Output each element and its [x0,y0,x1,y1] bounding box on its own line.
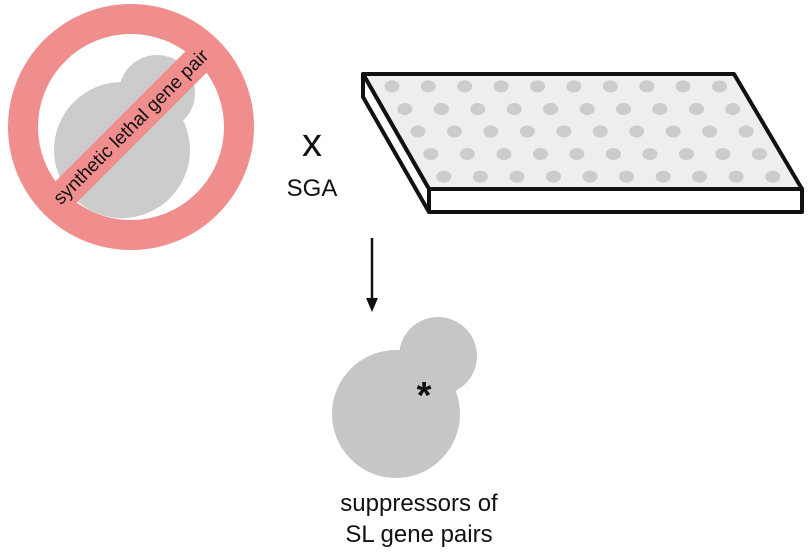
result-label-line2: SL gene pairs [345,521,492,548]
plate-well [472,170,488,183]
plate-well [410,125,426,138]
plate-left-face [361,72,431,214]
plate-well [566,80,582,93]
plate-well [470,103,486,115]
plate-well [751,148,767,160]
plate-well [496,148,512,160]
synthetic-lethal-cell-group: synthetic lethal gene pair [8,4,254,250]
plate-well [493,80,509,93]
plate-well [642,148,658,160]
result-label-line1: suppressors of [340,490,498,517]
plate-well [509,170,525,183]
suppressor-cell-mother [332,350,460,478]
plate-well [546,170,561,183]
plate-well [420,80,436,93]
plate-well [629,125,645,138]
plate-well [738,125,754,138]
plate-well [457,80,473,93]
cross-symbol: x [302,121,322,165]
plate-well [692,170,708,183]
plate-well [582,170,598,183]
plate-well [665,125,681,138]
plate-well [728,170,744,183]
suppressor-cell-group: * [332,317,477,478]
plate-well [569,148,585,160]
plate-well [605,148,621,160]
prohibition-bar [43,39,219,215]
plate-well [602,80,618,93]
plate-well [765,170,781,183]
arrow-head [366,298,378,312]
plate-well [688,103,704,115]
plate-well [459,148,475,160]
sga-label: SGA [287,175,338,202]
plate-well [423,148,439,160]
plate-well [655,170,671,183]
plate-front-face [427,187,804,214]
plate-well [652,103,668,115]
plate-well [725,103,741,115]
plate-well [543,103,559,115]
plate-well [532,148,548,160]
plate-well [556,125,572,138]
plate-well [712,80,727,93]
arrow-down-icon [366,238,378,312]
plate-well [579,103,595,115]
plate-well [715,148,731,160]
array-plate-icon [361,72,804,214]
plate-well [530,80,545,93]
plate-well [483,125,499,138]
plate-well [506,103,522,115]
prohibition-ring [8,4,254,250]
plate-well [678,148,694,160]
mutation-mark: * [417,375,432,417]
plate-well [675,80,691,93]
plate-wells [384,80,781,183]
plate-well [384,80,400,93]
prohibition-sign-icon [8,4,254,250]
plate-well [446,125,462,138]
plate-well [433,103,449,115]
plate-well [592,125,608,138]
plate-well [639,80,655,93]
plate-well [619,170,634,183]
plate-well [519,125,535,138]
plate-well [702,125,718,138]
plate-well [436,170,452,183]
plate-well [397,103,413,115]
plate-well [616,103,631,115]
